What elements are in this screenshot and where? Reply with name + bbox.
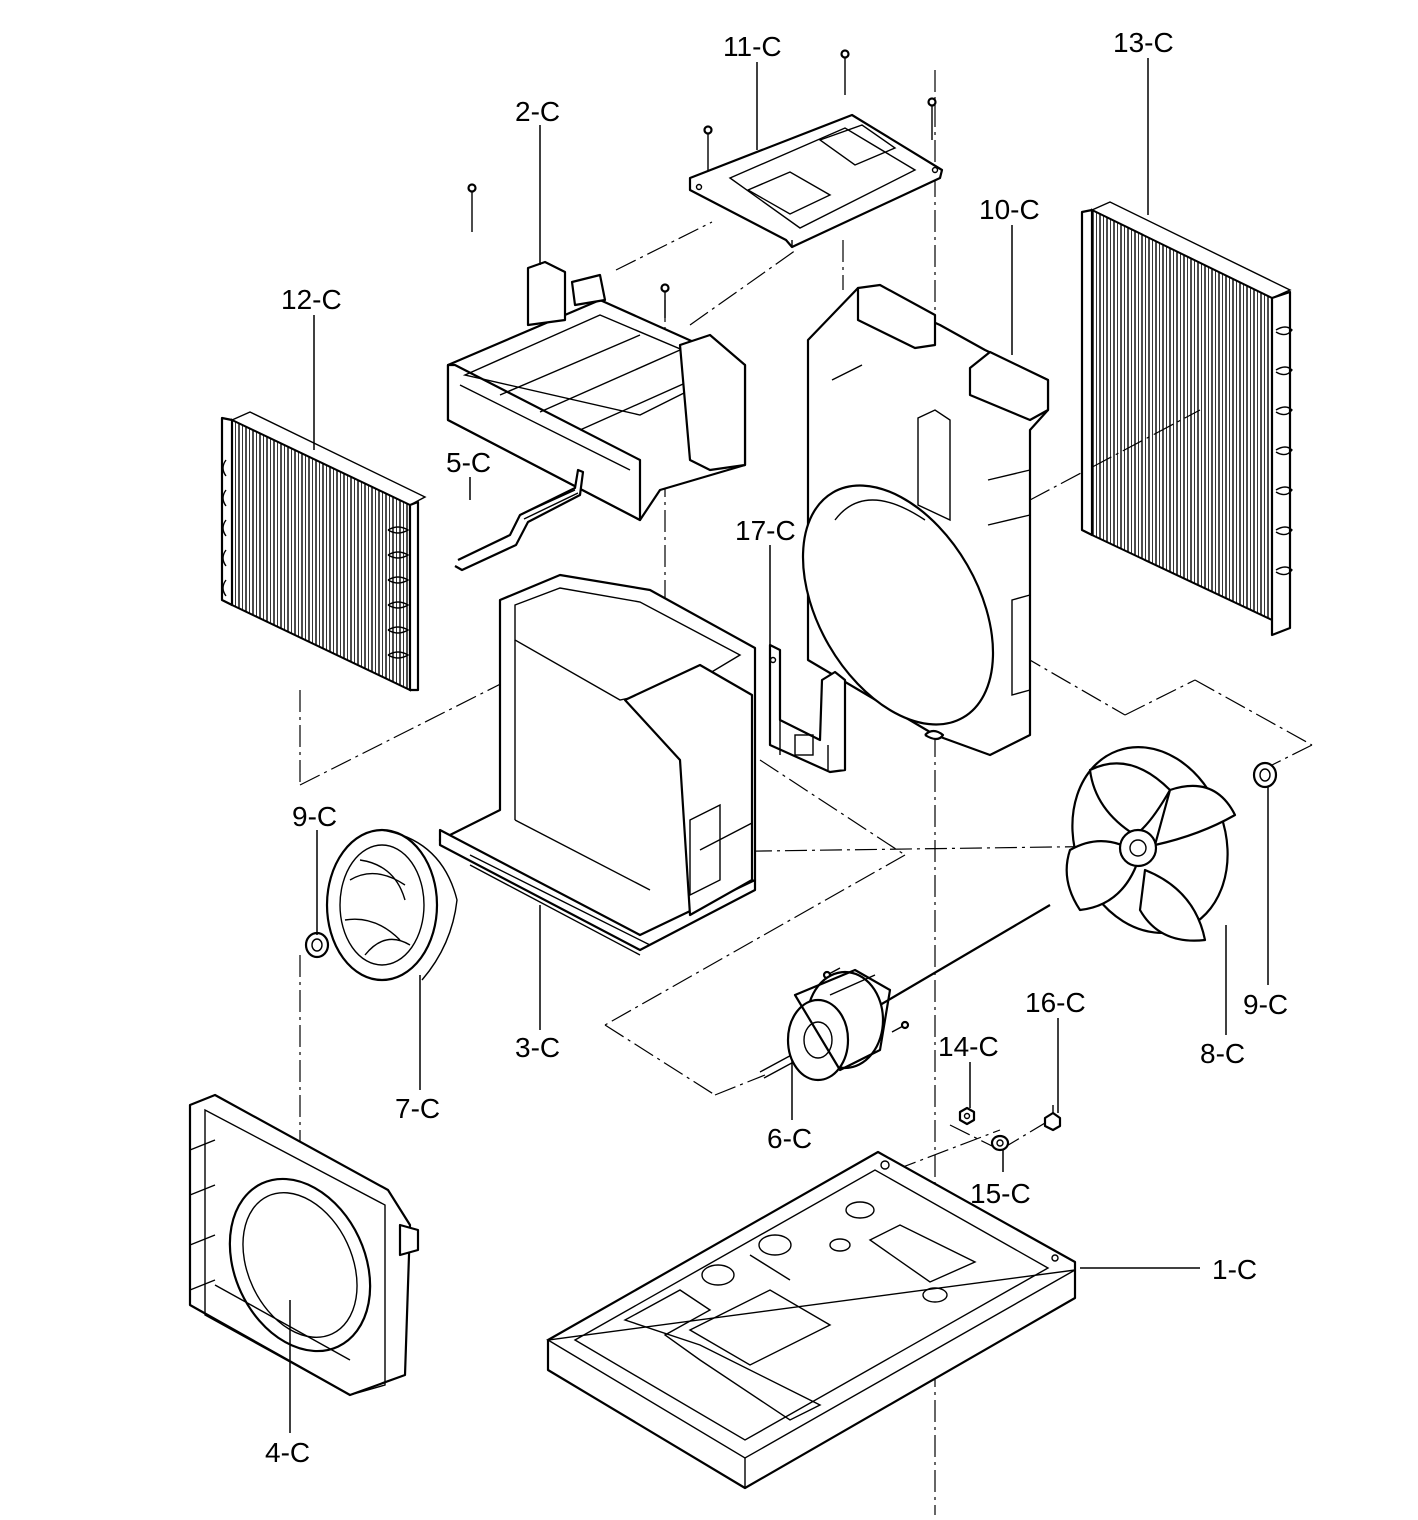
screw xyxy=(660,283,670,318)
label-6c: 6-C xyxy=(767,1123,812,1154)
top-bracket-11c xyxy=(688,113,944,249)
screw xyxy=(467,183,477,232)
label-9c-left: 9-C xyxy=(292,801,337,832)
clamp-9c-right xyxy=(1252,761,1278,789)
label-14c: 14-C xyxy=(938,1031,999,1062)
washer-15c xyxy=(990,1134,1010,1152)
label-10c: 10-C xyxy=(979,194,1040,225)
label-9c-right: 9-C xyxy=(1243,989,1288,1020)
label-17c: 17-C xyxy=(735,515,796,546)
front-frame-4c xyxy=(188,1093,420,1397)
leader-lines xyxy=(289,58,1269,1433)
center-housing-3c xyxy=(438,573,757,956)
clamp-9c-left xyxy=(304,931,330,959)
label-8c: 8-C xyxy=(1200,1038,1245,1069)
label-4c: 4-C xyxy=(265,1437,310,1468)
bolt-16c xyxy=(1043,1105,1062,1132)
nut-14c xyxy=(958,1106,976,1126)
screw xyxy=(840,49,850,95)
upper-housing-2c xyxy=(446,260,747,522)
label-13c: 13-C xyxy=(1113,27,1174,58)
base-pan-1c xyxy=(545,1150,1077,1490)
bracket-17c xyxy=(768,643,847,774)
coil-13c xyxy=(1080,201,1293,637)
label-16c: 16-C xyxy=(1025,987,1086,1018)
label-1c: 1-C xyxy=(1212,1254,1257,1285)
label-7c: 7-C xyxy=(395,1093,440,1124)
screw xyxy=(891,1020,910,1033)
sensor-bracket-5c xyxy=(454,468,585,572)
coil-12c xyxy=(220,411,427,692)
motor-6c xyxy=(759,904,1051,1082)
fan-blade-8c xyxy=(1065,746,1237,942)
screw xyxy=(927,97,937,140)
label-12c: 12-C xyxy=(281,284,342,315)
shroud-10c xyxy=(801,283,1050,757)
part-labels: 1-C 2-C 3-C 4-C 5-C 6-C 7-C 8-C 9-C 9-C … xyxy=(265,27,1288,1468)
label-3c: 3-C xyxy=(515,1032,560,1063)
label-15c: 15-C xyxy=(970,1178,1031,1209)
label-5c: 5-C xyxy=(446,447,491,478)
label-11c: 11-C xyxy=(723,31,782,62)
blower-wheel-7c xyxy=(325,828,458,982)
screw xyxy=(703,125,713,175)
label-2c: 2-C xyxy=(515,96,560,127)
